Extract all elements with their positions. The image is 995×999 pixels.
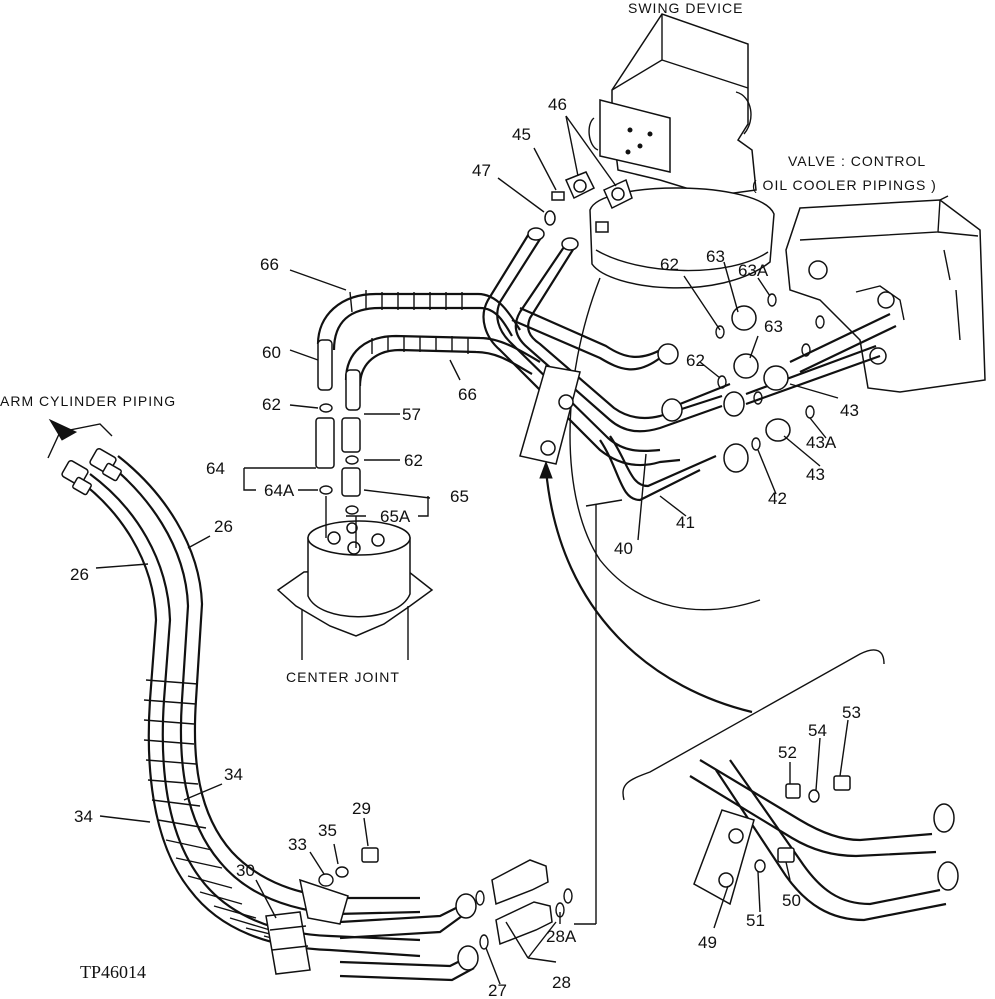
caption-swing-device: SWING DEVICE <box>628 0 743 16</box>
callout-65: 65 <box>450 487 469 506</box>
callout-63A: 63A <box>738 261 769 280</box>
callout-26: 26 <box>70 565 89 584</box>
callout-27: 27 <box>488 981 507 999</box>
swing-device <box>569 13 775 611</box>
callout-41: 41 <box>676 513 695 532</box>
callout-28: 28 <box>552 973 571 992</box>
callout-40: 40 <box>614 539 633 558</box>
callout-60: 60 <box>262 343 281 362</box>
callout-65A: 65A <box>380 507 411 526</box>
callout-53: 53 <box>842 703 861 722</box>
figure-code: TP46014 <box>80 962 146 982</box>
callout-43A: 43A <box>806 433 837 452</box>
callout-62: 62 <box>686 351 705 370</box>
callout-33: 33 <box>288 835 307 854</box>
callout-51: 51 <box>746 911 765 930</box>
callout-35: 35 <box>318 821 337 840</box>
caption-center-joint: CENTER JOINT <box>286 669 400 685</box>
callout-28A: 28A <box>546 927 577 946</box>
leader-lines <box>47 115 849 985</box>
detail-inset <box>539 460 959 922</box>
callout-63: 63 <box>764 317 783 336</box>
callout-43: 43 <box>840 401 859 420</box>
callout-50: 50 <box>782 891 801 910</box>
callout-64: 64 <box>206 459 225 478</box>
callout-62: 62 <box>404 451 423 470</box>
captions: SWING DEVICE VALVE : CONTROL ( OIL COOLE… <box>0 0 937 982</box>
fittings <box>315 171 825 548</box>
control-valve <box>785 195 986 393</box>
caption-arm-cylinder-piping: ARM CYLINDER PIPING <box>0 393 176 409</box>
callout-66: 66 <box>458 385 477 404</box>
callout-43: 43 <box>806 465 825 484</box>
caption-valve-control: VALVE : CONTROL <box>788 153 926 169</box>
lower-hoses <box>61 448 573 982</box>
callout-49: 49 <box>698 933 717 952</box>
callout-26: 26 <box>214 517 233 536</box>
callout-66: 66 <box>260 255 279 274</box>
callouts: 46 45 47 62 63 63A 63 62 43 43A 43 42 41… <box>70 95 861 999</box>
callout-47: 47 <box>472 161 491 180</box>
callout-63: 63 <box>706 247 725 266</box>
callout-29: 29 <box>352 799 371 818</box>
center-joint <box>276 520 434 660</box>
callout-46: 46 <box>548 95 567 114</box>
callout-30: 30 <box>236 861 255 880</box>
callout-45: 45 <box>512 125 531 144</box>
callout-62: 62 <box>262 395 281 414</box>
callout-34: 34 <box>224 765 243 784</box>
caption-oil-cooler-pipings: ( OIL COOLER PIPINGS ) <box>752 177 937 193</box>
callout-54: 54 <box>808 721 827 740</box>
callout-64A: 64A <box>264 481 295 500</box>
callout-42: 42 <box>768 489 787 508</box>
callout-34: 34 <box>74 807 93 826</box>
callout-57: 57 <box>402 405 421 424</box>
callout-62: 62 <box>660 255 679 274</box>
upper-hoses <box>316 227 897 502</box>
callout-52: 52 <box>778 743 797 762</box>
